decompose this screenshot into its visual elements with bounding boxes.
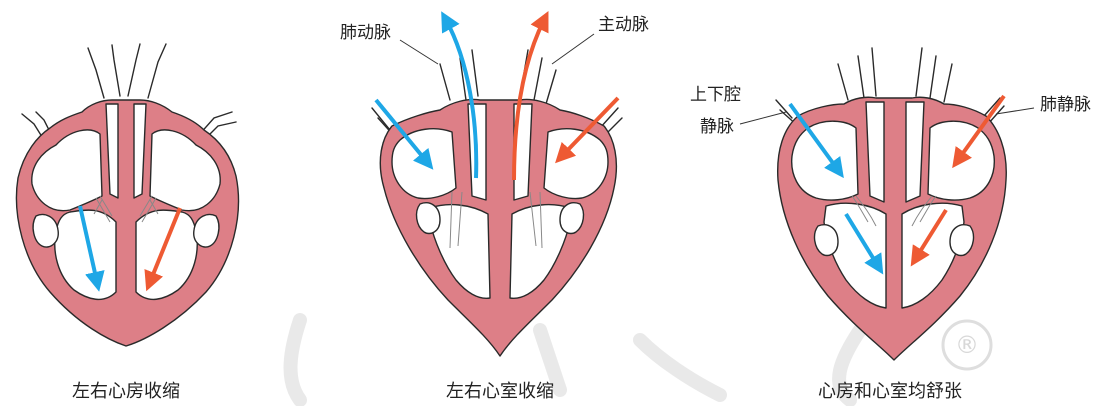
watermark-strokes — [291, 320, 860, 400]
left-atrium — [928, 121, 994, 200]
label-pulmonary-vein: 肺静脉 — [1040, 95, 1091, 115]
heart-all-relaxed — [740, 48, 1034, 360]
label-pulmonary-artery: 肺动脉 — [340, 23, 391, 43]
right-atrium — [392, 129, 456, 199]
heart-ventricles-contract — [372, 20, 622, 356]
heart-atria-contract — [16, 44, 238, 346]
right-atrium — [792, 121, 858, 200]
caption-ventricles-contract: 左右心室收缩 — [446, 381, 554, 402]
pointer-aorta — [552, 34, 594, 64]
registered-mark: ® — [943, 321, 991, 369]
label-vena-cava-line2: 静脉 — [700, 117, 734, 137]
pointer-pulmonary-artery — [400, 40, 438, 64]
caption-atria-contract: 左右心房收缩 — [72, 381, 180, 402]
svg-text:®: ® — [955, 331, 979, 359]
pointer-vena-cava — [740, 112, 786, 124]
label-aorta: 主动脉 — [598, 15, 649, 35]
caption-all-relaxed: 心房和心室均舒张 — [818, 381, 962, 402]
label-vena-cava-line1: 上下腔 — [690, 85, 741, 105]
